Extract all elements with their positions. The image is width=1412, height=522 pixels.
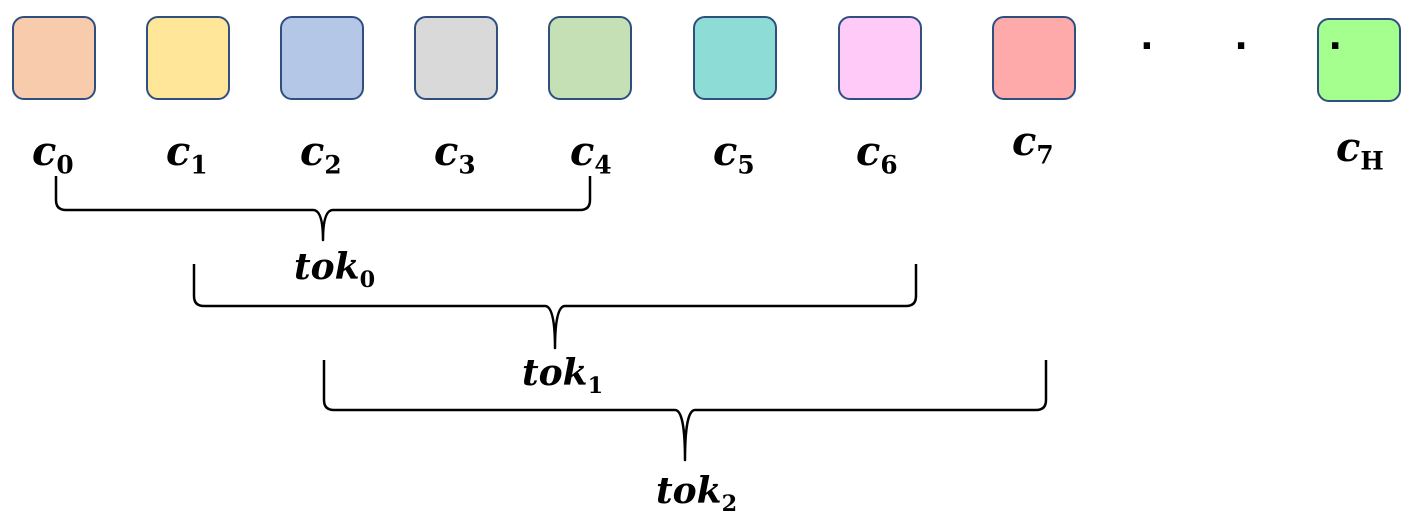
cell-box-0 xyxy=(12,16,96,100)
cell-box-H xyxy=(1317,18,1401,102)
cell-label-7: c7 xyxy=(1012,118,1054,170)
cell-label-subscript: 7 xyxy=(1036,140,1054,170)
cell-label-H: cH xyxy=(1336,124,1384,176)
cell-label-subscript: 2 xyxy=(324,150,342,180)
token-label-1: tok1 xyxy=(522,352,603,399)
token-label-base: tok xyxy=(522,352,588,394)
cell-label-0: c0 xyxy=(32,128,74,180)
cell-label-4: c4 xyxy=(570,128,612,180)
cell-label-base: c xyxy=(856,128,881,175)
cell-box-6 xyxy=(838,16,922,100)
token-label-base: tok xyxy=(656,470,722,512)
cell-box-7 xyxy=(992,16,1076,100)
cell-label-base: c xyxy=(1012,118,1037,165)
brace-tok-0 xyxy=(54,176,592,242)
cell-label-base: c xyxy=(166,128,191,175)
brace-tok-1 xyxy=(192,264,918,350)
token-label-0: tok0 xyxy=(294,246,375,293)
cell-label-2: c2 xyxy=(300,128,342,180)
cell-label-base: c xyxy=(434,128,459,175)
cell-label-base: c xyxy=(570,128,595,175)
cell-label-subscript: 0 xyxy=(56,150,74,180)
cell-label-base: c xyxy=(1336,124,1361,171)
cell-label-base: c xyxy=(713,128,738,175)
cell-box-2 xyxy=(280,16,364,100)
cell-box-5 xyxy=(693,16,777,100)
token-label-base: tok xyxy=(294,246,360,288)
cell-label-base: c xyxy=(300,128,325,175)
brace-tok-2 xyxy=(322,360,1048,462)
cell-label-subscript: 5 xyxy=(737,150,755,180)
cell-box-4 xyxy=(548,16,632,100)
cell-label-subscript: H xyxy=(1360,146,1384,176)
cell-label-subscript: 4 xyxy=(594,150,612,180)
token-label-subscript: 0 xyxy=(359,266,376,293)
cell-box-1 xyxy=(146,16,230,100)
token-label-subscript: 1 xyxy=(587,372,604,399)
cell-label-1: c1 xyxy=(166,128,208,180)
cell-label-subscript: 3 xyxy=(458,150,476,180)
cell-label-3: c3 xyxy=(434,128,476,180)
cell-label-5: c5 xyxy=(713,128,755,180)
cell-label-subscript: 6 xyxy=(880,150,898,180)
token-label-2: tok2 xyxy=(656,470,737,517)
cell-label-6: c6 xyxy=(856,128,898,180)
ellipsis: · · · xyxy=(1140,26,1377,67)
cell-box-3 xyxy=(414,16,498,100)
cell-label-subscript: 1 xyxy=(190,150,208,180)
cell-label-base: c xyxy=(32,128,57,175)
token-label-subscript: 2 xyxy=(721,490,738,517)
